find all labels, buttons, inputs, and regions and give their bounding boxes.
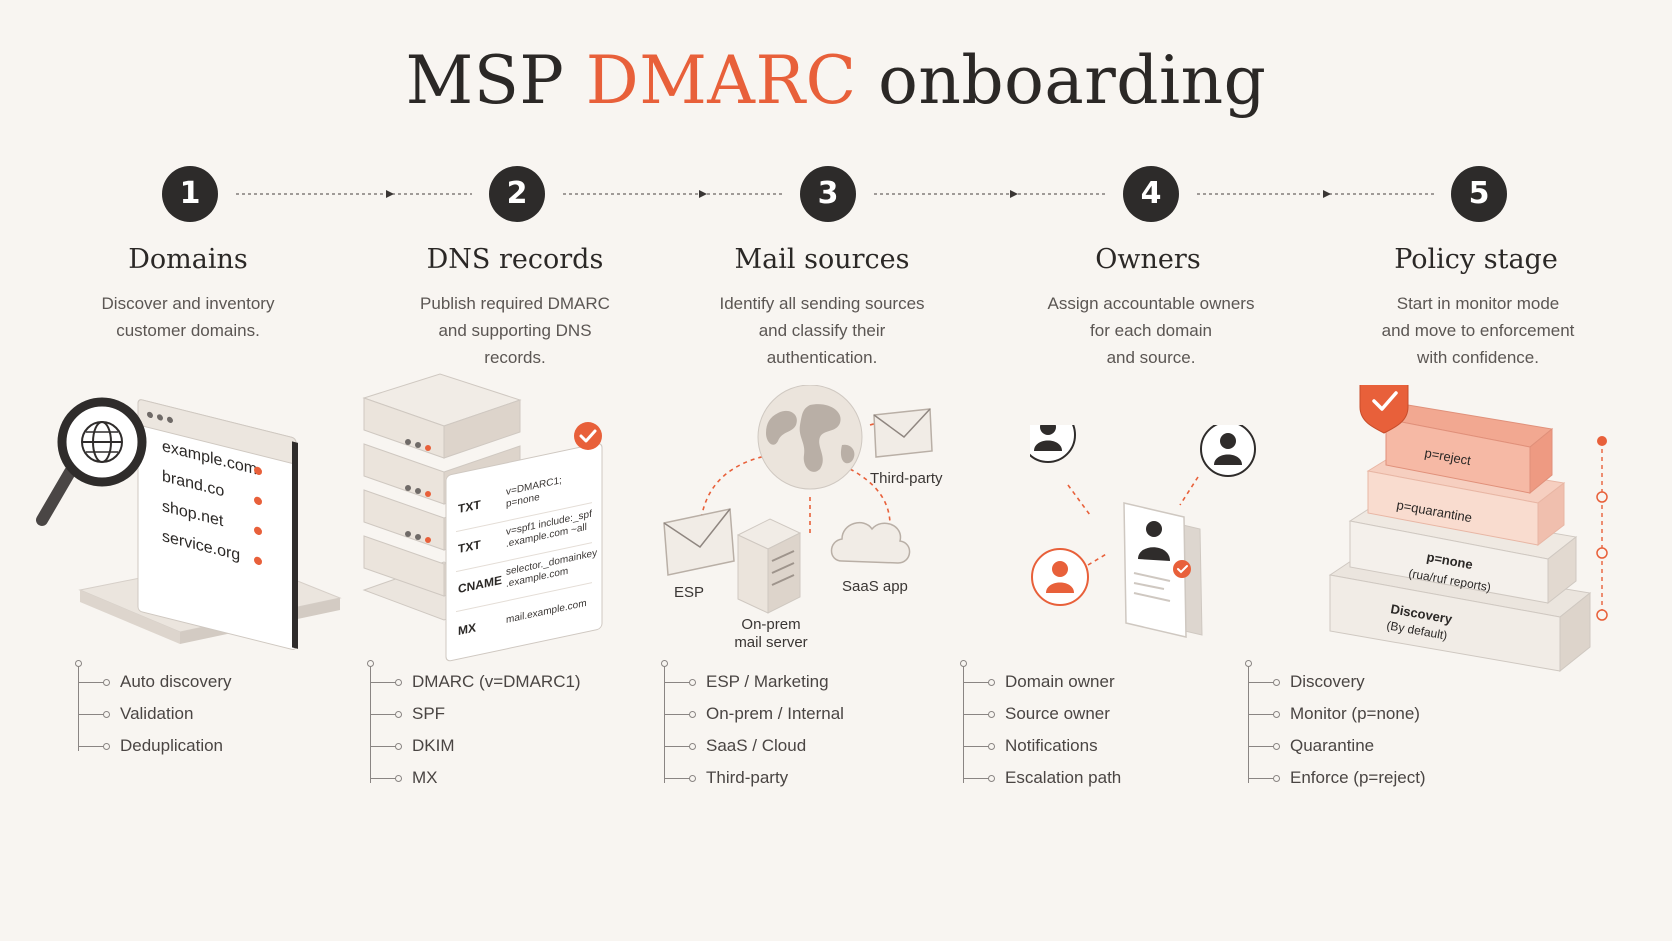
step-1-title: Domains <box>128 244 248 275</box>
step-4-desc-line: for each domain <box>1090 321 1212 340</box>
step-5-desc-line: with confidence. <box>1417 348 1539 367</box>
connector-arrow <box>1197 190 1434 198</box>
step-2-description: Publish required DMARC and supporting DN… <box>395 290 635 371</box>
step-1-number: 1 <box>162 166 218 222</box>
dns-records-illustration: TXT v=DMARC1; p=none TXT v=spf1 include:… <box>362 373 603 662</box>
status-dot-icon <box>254 466 262 475</box>
step-1-desc-line: Discover and inventory <box>101 294 275 313</box>
envelope-icon <box>873 408 933 458</box>
step-3-desc-line: Identify all sending sources <box>719 294 925 313</box>
record-type: MX <box>458 620 476 638</box>
domains-illustration: example.com brand.co shop.net service.or… <box>36 397 342 650</box>
step-2-feature-list: DMARC (v=DMARC1) SPF DKIM MX <box>366 660 626 790</box>
step-3-description: Identify all sending sources and classif… <box>702 290 942 371</box>
owners-illustration <box>1030 425 1256 638</box>
source-label-esp: ESP <box>674 584 704 601</box>
status-dot-icon <box>254 496 262 505</box>
step-3-desc-line: authentication. <box>766 348 878 367</box>
step-2-desc-line: records. <box>484 348 546 367</box>
magnifier-icon <box>36 397 147 526</box>
step-1-desc-line: customer domains. <box>116 321 260 340</box>
connector-arrow <box>236 190 472 198</box>
step-4-desc-line: Assign accountable owners <box>1047 294 1255 313</box>
step-3-desc-line: and classify their <box>758 321 886 340</box>
title-prefix: MSP <box>405 42 565 119</box>
step-3-feature-list: ESP / Marketing On-prem / Internal SaaS … <box>660 660 920 790</box>
id-card-icon <box>1123 502 1191 638</box>
step-2-number: 2 <box>489 166 545 222</box>
step-5-desc-line: and move to enforcement <box>1381 321 1575 340</box>
page-title: MSP DMARC onboarding <box>0 42 1672 119</box>
title-suffix: onboarding <box>878 42 1267 119</box>
record-type: TXT <box>458 497 481 516</box>
step-3-number: 3 <box>800 166 856 222</box>
globe-icon <box>757 385 863 490</box>
connector-arrow <box>563 190 783 198</box>
step-4-title: Owners <box>1095 244 1201 275</box>
record-type: TXT <box>458 537 481 556</box>
step-2-desc-line: Publish required DMARC <box>420 294 610 313</box>
shield-icon <box>1359 385 1409 434</box>
status-dot-icon <box>254 526 262 535</box>
source-label-thirdparty: Third-party <box>870 470 943 487</box>
step-2-title: DNS records <box>426 244 604 275</box>
step-4-number: 4 <box>1123 166 1179 222</box>
step-1-feature-list: Auto discovery Validation Deduplication <box>74 660 324 760</box>
title-accent: DMARC <box>585 42 857 119</box>
envelope-icon <box>663 508 735 576</box>
step-5-desc-line: Start in monitor mode <box>1396 294 1560 313</box>
server-icon <box>736 518 802 614</box>
policy-level-reject: p=reject <box>1384 404 1554 495</box>
source-label-saas: SaaS app <box>842 578 908 595</box>
step-4-feature-list: Domain owner Source owner Notifications … <box>959 660 1219 790</box>
step-4-desc-line: and source. <box>1106 348 1196 367</box>
user-avatar-icon <box>1031 548 1089 606</box>
user-avatar-icon <box>1200 425 1256 477</box>
step-1-description: Discover and inventory customer domains. <box>68 290 308 344</box>
step-5-description: Start in monitor mode and move to enforc… <box>1358 290 1598 371</box>
cloud-icon <box>830 521 911 564</box>
progress-track <box>1596 436 1608 621</box>
user-avatar-icon <box>1030 425 1076 463</box>
check-badge-icon <box>574 422 602 450</box>
mail-sources-illustration: ESP On-prem mail server SaaS app Third-p… <box>663 385 943 651</box>
source-label-onprem: On-prem <box>741 616 800 633</box>
step-2-desc-line: and supporting DNS <box>438 321 592 340</box>
source-label-onprem: mail server <box>734 634 807 651</box>
status-dot-icon <box>254 556 262 565</box>
step-5-title: Policy stage <box>1394 244 1558 275</box>
step-3-title: Mail sources <box>734 244 910 275</box>
policy-stage-illustration: Discovery (By default) p=none (rua/ruf r… <box>1328 385 1608 673</box>
step-5-feature-list: Discovery Monitor (p=none) Quarantine En… <box>1244 660 1504 790</box>
step-5-number: 5 <box>1451 166 1507 222</box>
step-4-description: Assign accountable owners for each domai… <box>1031 290 1271 371</box>
connector-arrow <box>874 190 1106 198</box>
